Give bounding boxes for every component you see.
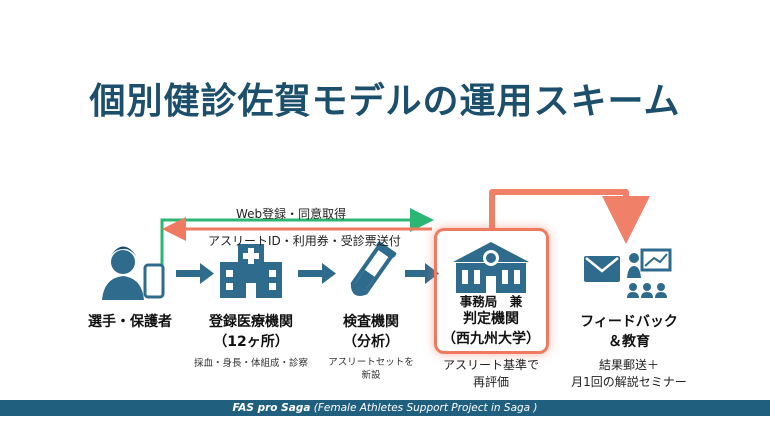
judging-highlight-box [434, 228, 549, 354]
footer-bar: FAS pro Saga (Female Athletes Support Pr… [0, 400, 770, 416]
flow-arrow-2 [298, 263, 336, 284]
judging-note-line1: アスリート基準で [442, 358, 539, 372]
page-title: 個別健診佐賀モデルの運用スキーム [89, 81, 681, 122]
hospital-label-line2: （12ヶ所） [213, 334, 289, 350]
lab-label-line1: 検査機関 [343, 314, 399, 330]
university-brain-icon [453, 242, 529, 293]
flow-arrow-1 [176, 263, 214, 284]
hospital-sub: 採血・身長・体組成・診察 [193, 358, 308, 369]
hospital-icon [220, 244, 282, 298]
mail-seminar-icon [584, 248, 672, 298]
judging-label-line2: （西九州大学） [442, 331, 540, 347]
hospital-label-line1: 登録医療機関 [209, 314, 293, 330]
lab-sub-line1: アスリートセットを [328, 357, 414, 368]
registration-label: Web登録・同意取得 [236, 207, 347, 221]
feedback-label: フィードバック ＆教育 [572, 312, 686, 352]
lab-sub: アスリートセットを 新設 [323, 356, 419, 382]
return-label: アスリートID・利用券・受診票送付 [208, 234, 401, 248]
judging-label: 判定機関 （西九州大学） [436, 309, 546, 349]
judging-note: アスリート基準で 再評価 [431, 357, 551, 391]
lab-label: 検査機関 （分析） [323, 312, 419, 352]
footer-project-name: FAS pro Saga [232, 402, 311, 414]
footer-project-full: (Female Athletes Support Project in Saga… [310, 402, 538, 414]
feedback-label-line1: フィードバック [580, 314, 678, 330]
test-tube-icon [350, 241, 397, 296]
feedback-note: 結果郵送＋ 月1回の解説セミナー [560, 357, 698, 391]
feedback-note-line1: 結果郵送＋ [598, 358, 659, 372]
judging-note-line2: 再評価 [472, 375, 509, 389]
judging-label-line1: 判定機関 [463, 311, 519, 327]
feedback-note-line2: 月1回の解説セミナー [571, 375, 687, 389]
office-label: 事務局 兼 [459, 294, 523, 309]
athlete-label: 選手・保護者 [88, 314, 172, 330]
hospital-label: 登録医療機関 （12ヶ所） [195, 312, 307, 352]
lab-sub-line2: 新設 [361, 370, 381, 381]
flow-arrow-3 [405, 263, 439, 284]
athlete-phone-icon [102, 246, 165, 300]
feedback-label-line2: ＆教育 [608, 334, 650, 350]
feedback-loop-arrow [489, 189, 650, 244]
lab-label-line2: （分析） [343, 334, 399, 350]
